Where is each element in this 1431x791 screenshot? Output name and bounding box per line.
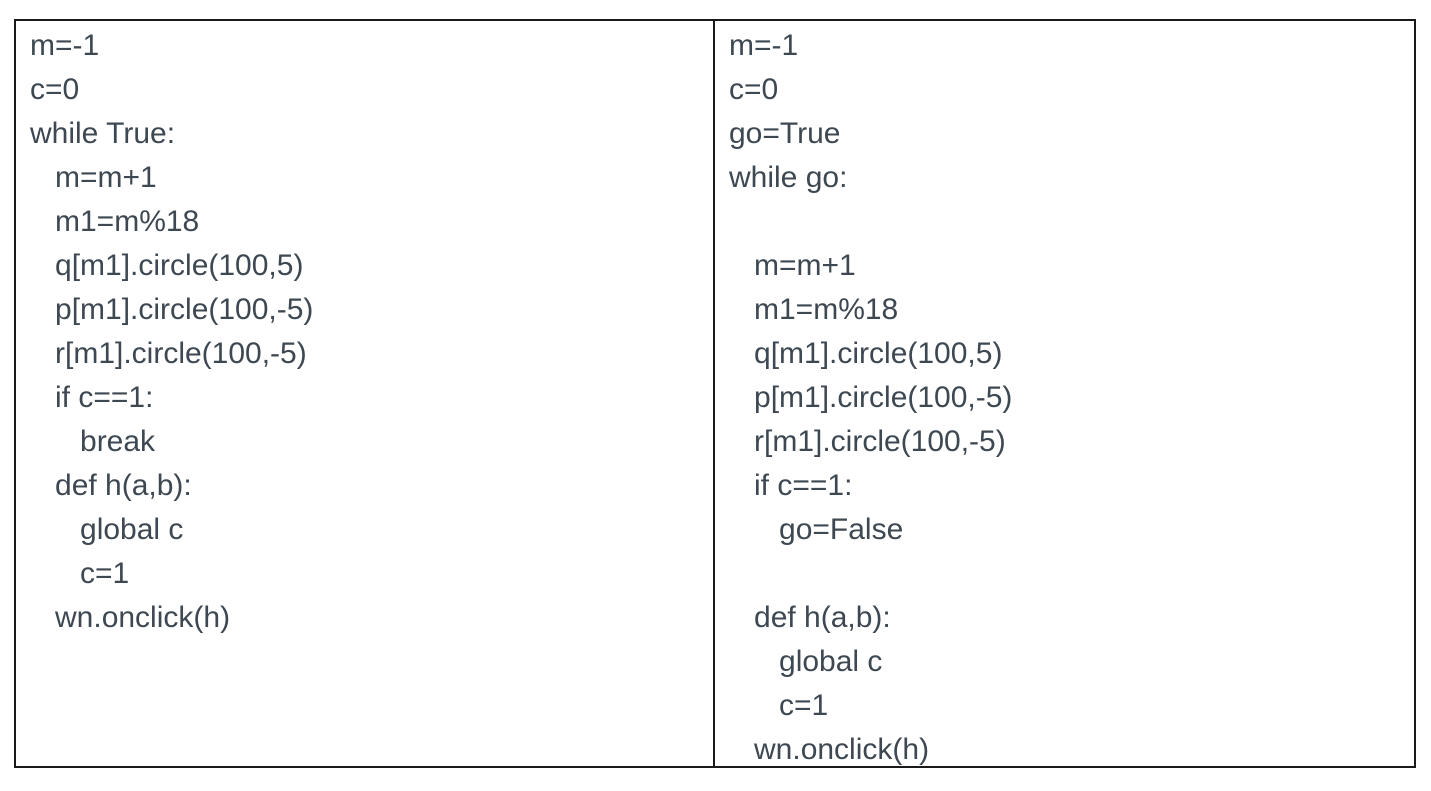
code-comparison-table: m=-1 c=0 while True: m=m+1 m1=m%18 q[m1]… — [14, 19, 1416, 768]
code-block-while-go: m=-1 c=0 go=True while go: m=m+1 m1=m%18… — [729, 29, 1013, 766]
code-cell-left: m=-1 c=0 while True: m=m+1 m1=m%18 q[m1]… — [16, 21, 715, 766]
code-cell-right: m=-1 c=0 go=True while go: m=m+1 m1=m%18… — [715, 21, 1414, 766]
code-block-while-true: m=-1 c=0 while True: m=m+1 m1=m%18 q[m1]… — [30, 29, 314, 634]
